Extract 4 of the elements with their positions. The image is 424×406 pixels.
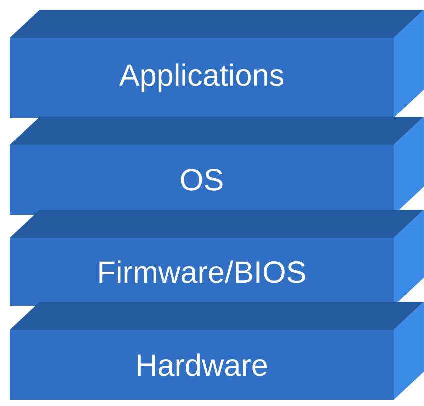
- layer-block: Applications: [10, 10, 424, 118]
- layer-block: Hardware: [10, 302, 424, 400]
- layer-block: Firmware/BIOS: [10, 210, 424, 306]
- layer-block: OS: [10, 117, 424, 215]
